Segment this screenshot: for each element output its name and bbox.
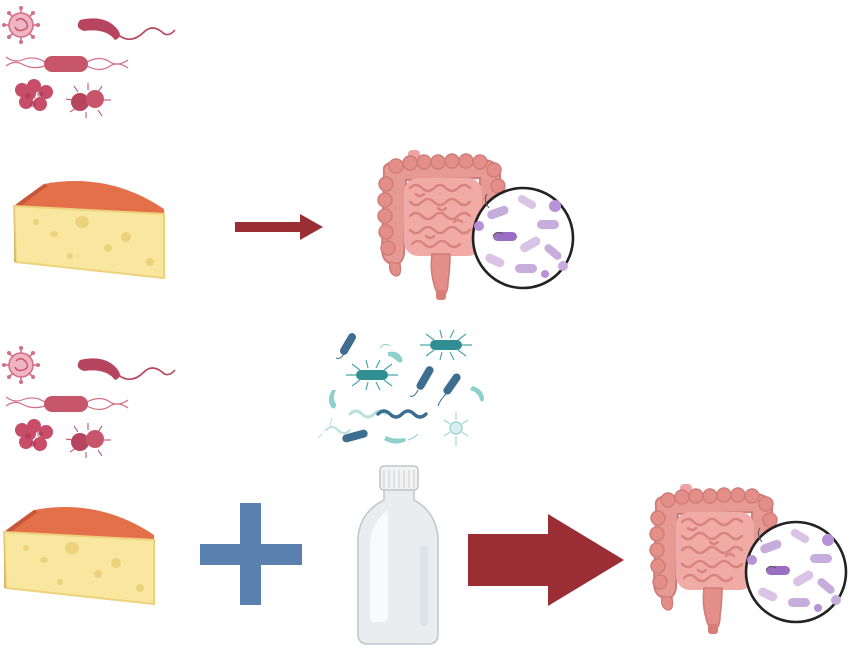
cheese-wedge-icon (3, 506, 155, 605)
cheese-wedge-icon (13, 180, 165, 279)
plus-icon (200, 503, 302, 605)
microbiota-magnifier-icon (471, 186, 575, 290)
arrow-icon (235, 214, 323, 240)
probiotic-bacteria-icon (316, 328, 486, 448)
pathogen-cluster-icon (1, 5, 176, 119)
microbiota-magnifier-icon (744, 520, 848, 624)
pathogen-cluster-icon (1, 345, 176, 459)
panel-cheese-plus-probiotic (1, 328, 848, 645)
arrow-icon (468, 514, 624, 606)
bottle-icon (357, 465, 439, 645)
panel-cheese-only (1, 5, 575, 302)
